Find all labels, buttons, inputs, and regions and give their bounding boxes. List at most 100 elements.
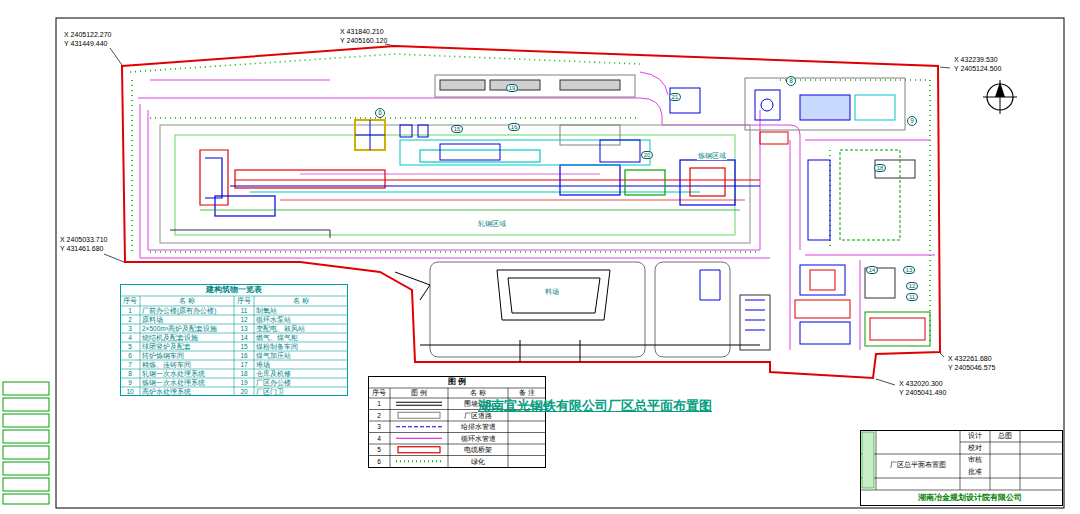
- row-number: 5: [128, 343, 132, 350]
- building-name: 烧结机及配套设施: [142, 334, 198, 341]
- callout-number: 11: [906, 293, 918, 301]
- grid-line: [368, 432, 546, 433]
- row-number: 8: [128, 370, 132, 377]
- table-header: 名 称: [293, 297, 309, 304]
- callout-number: 19: [506, 84, 519, 92]
- coordinate-label: X 432020.300: [899, 380, 943, 388]
- table-header: 序号: [237, 297, 251, 304]
- coordinate-leaders: [104, 44, 950, 385]
- coordinate-label: X 432261.680: [948, 355, 992, 363]
- building-name: 煤粉制备车间: [256, 343, 298, 350]
- legend-sample: [398, 447, 440, 453]
- building-name: 轧钢一次水处理系统: [142, 370, 205, 377]
- building-name: 变配电、鼓风站: [256, 325, 305, 332]
- legend-text: 电缆桥架: [464, 446, 492, 453]
- row-number: 5: [377, 446, 381, 453]
- legend-table: 图 例序号图 例名 称备 注123456围墙边线厂区道路给排水管道循环水管道电缆…: [368, 376, 546, 468]
- row-number: 13: [240, 325, 247, 332]
- row-number: 19: [240, 379, 247, 386]
- east-complex: [670, 78, 915, 240]
- coordinate-label: Y 431449.440: [64, 40, 107, 48]
- grid-line: [1020, 430, 1021, 490]
- table-header: 名 称: [179, 297, 195, 304]
- legend-text: 绿化: [471, 458, 485, 465]
- north-arrow: [983, 80, 1017, 114]
- grid-line: [860, 490, 960, 491]
- table-border: [861, 431, 1063, 506]
- coordinate-label: X 432239.530: [954, 56, 998, 64]
- callout-number: 9: [907, 116, 917, 125]
- table-heading: 厂区总平面布置图: [890, 461, 946, 469]
- row-number: 10: [126, 388, 133, 395]
- table-header: 序号: [372, 389, 386, 396]
- row-number: 15: [240, 343, 247, 350]
- coordinate-label: Y 2405124.500: [954, 65, 1001, 73]
- callout-number: 21: [669, 93, 682, 101]
- title-block: 厂区总平面布置图设计校对审核批准总图湖南冶金规划设计院有限公司: [860, 430, 1063, 506]
- row-number: 1: [128, 307, 132, 314]
- title-block-cell: 审核: [968, 456, 982, 463]
- building-name: 煤气加压站: [256, 352, 291, 359]
- table-heading: 建构筑物一览表: [206, 286, 262, 294]
- area-label: 炼钢区域: [697, 152, 727, 160]
- table-header: 名 称: [470, 389, 486, 396]
- grid-line: [368, 455, 546, 456]
- building-name: 仓库及机修: [256, 370, 291, 377]
- mill-inner: [175, 135, 735, 235]
- row-number: 20: [240, 388, 247, 395]
- row-number: 6: [377, 458, 381, 465]
- table-header: 图 例: [411, 389, 427, 396]
- grid-line: [960, 430, 961, 490]
- grid-line: [960, 442, 1063, 443]
- row-number: 2: [377, 412, 381, 419]
- building-name: 炼钢一次水处理系统: [142, 379, 205, 386]
- table-heading: 图 例: [448, 378, 466, 386]
- row-number: 3: [377, 423, 381, 430]
- title-block-cell: 批准: [968, 468, 982, 475]
- building-name: 高炉水处理系统: [142, 388, 191, 395]
- stamp-boxes: [3, 382, 49, 504]
- grid-line: [448, 388, 449, 468]
- coordinate-label: Y 2405160.120: [340, 37, 387, 45]
- coordinate-label: X 2405122.270: [64, 31, 112, 39]
- title-block-cell: 校对: [968, 444, 982, 451]
- grid-line: [234, 296, 235, 396]
- legend-text: 给排水管道: [461, 423, 496, 430]
- grid-line: [254, 296, 255, 396]
- callout-number: 15: [451, 125, 464, 133]
- coordinate-label: X 2405033.710: [60, 236, 108, 244]
- building-name: 厂前办公楼(原有办公楼): [142, 307, 216, 314]
- grid-line: [396, 402, 442, 403]
- grid-line: [960, 454, 1063, 455]
- south-area: [395, 262, 760, 362]
- building-name: 循环水泵站: [256, 316, 291, 323]
- callout-number: 12: [906, 282, 919, 290]
- grid-line: [368, 421, 546, 422]
- greening: [130, 54, 930, 345]
- legend-sample: [398, 412, 440, 418]
- coordinate-label: X 431840.210: [340, 28, 384, 36]
- legend-text: 循环水管道: [461, 435, 496, 442]
- title-block-cell: 总图: [998, 432, 1012, 439]
- row-number: 2: [128, 316, 132, 323]
- table-header: 序号: [123, 297, 137, 304]
- row-number: 18: [240, 370, 247, 377]
- grid-line: [960, 490, 1063, 491]
- callout-number: 20: [641, 151, 654, 159]
- grid-line: [876, 430, 877, 490]
- grid-line: [860, 478, 960, 479]
- site-boundary: [122, 46, 940, 378]
- grid-line: [990, 430, 991, 490]
- callout-number: 6: [375, 108, 385, 117]
- row-number: 11: [241, 307, 248, 314]
- grid-line: [860, 454, 960, 455]
- grid-line: [140, 296, 141, 396]
- row-number: 7: [128, 361, 132, 368]
- north-buildings: [355, 75, 650, 165]
- stamp-cell: [862, 432, 874, 488]
- roads: [138, 72, 935, 350]
- callout-number: 16: [508, 123, 521, 131]
- title-block-cell: 设计: [968, 432, 982, 439]
- legend-sample: [396, 426, 442, 427]
